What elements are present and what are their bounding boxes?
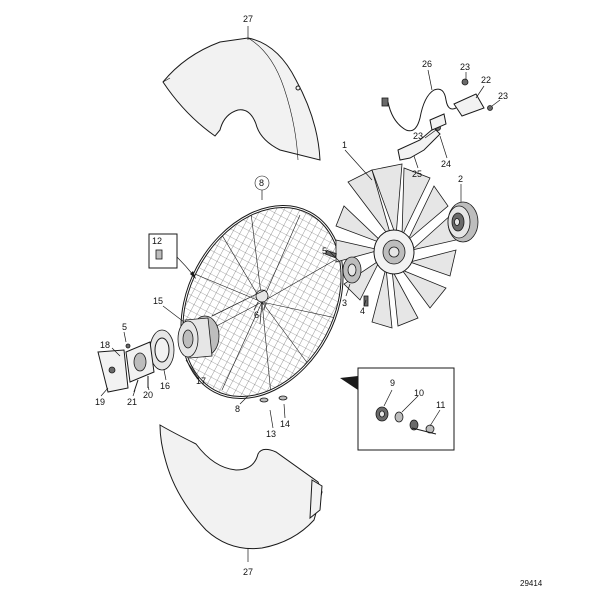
callout-25: 25 xyxy=(412,169,422,179)
callout-26: 26 xyxy=(422,59,432,69)
fan-blade-assembly xyxy=(335,163,457,329)
callout-5: 5 xyxy=(122,322,127,332)
callout-11: 11 xyxy=(436,400,445,410)
callout-14: 14 xyxy=(280,419,290,429)
callout-23: 23 xyxy=(460,62,470,72)
callout-15: 15 xyxy=(153,296,163,306)
inset-box-9-11 xyxy=(340,367,455,451)
callout-4: 4 xyxy=(360,306,365,316)
callout-1: 1 xyxy=(342,140,347,150)
callout-22: 22 xyxy=(481,75,491,85)
callout-23: 23 xyxy=(498,91,508,101)
inset-box-12 xyxy=(148,233,196,279)
top-fan-cover xyxy=(162,37,321,161)
callout-7: 7 xyxy=(262,302,267,312)
callout-12: 12 xyxy=(152,236,162,246)
callout-6: 6 xyxy=(254,310,259,320)
callout-27-top: 27 xyxy=(243,14,253,24)
fan-pulley-hub xyxy=(447,201,479,243)
callout-labels: 27 26 23 22 23 23 24 25 1 2 8 12 5 3 4 1… xyxy=(95,14,543,588)
callout-23: 23 xyxy=(413,131,423,141)
callout-8: 8 xyxy=(259,178,264,188)
motor-drive-assembly xyxy=(97,289,266,393)
sensor-bracket-wiring xyxy=(381,78,493,161)
callout-16: 16 xyxy=(160,381,170,391)
bottom-fan-cover xyxy=(159,424,323,550)
callout-18: 18 xyxy=(100,340,110,350)
callout-10: 10 xyxy=(414,388,424,398)
callout-8-top-circle: 8 xyxy=(254,175,270,191)
callout-9: 9 xyxy=(390,378,395,388)
callout-8: 8 xyxy=(235,404,240,414)
callout-21: 21 xyxy=(127,397,137,407)
leader-lines xyxy=(100,26,501,562)
callout-19: 19 xyxy=(95,397,105,407)
callout-27-bottom: 27 xyxy=(243,567,253,577)
callout-17: 17 xyxy=(196,376,206,386)
callout-24: 24 xyxy=(441,159,451,169)
callout-5: 5 xyxy=(322,246,327,256)
callout-13: 13 xyxy=(266,429,276,439)
callout-20: 20 xyxy=(143,390,153,400)
drawing-reference-number: 29414 xyxy=(520,579,543,588)
callout-3: 3 xyxy=(342,298,347,308)
callout-2: 2 xyxy=(458,174,463,184)
